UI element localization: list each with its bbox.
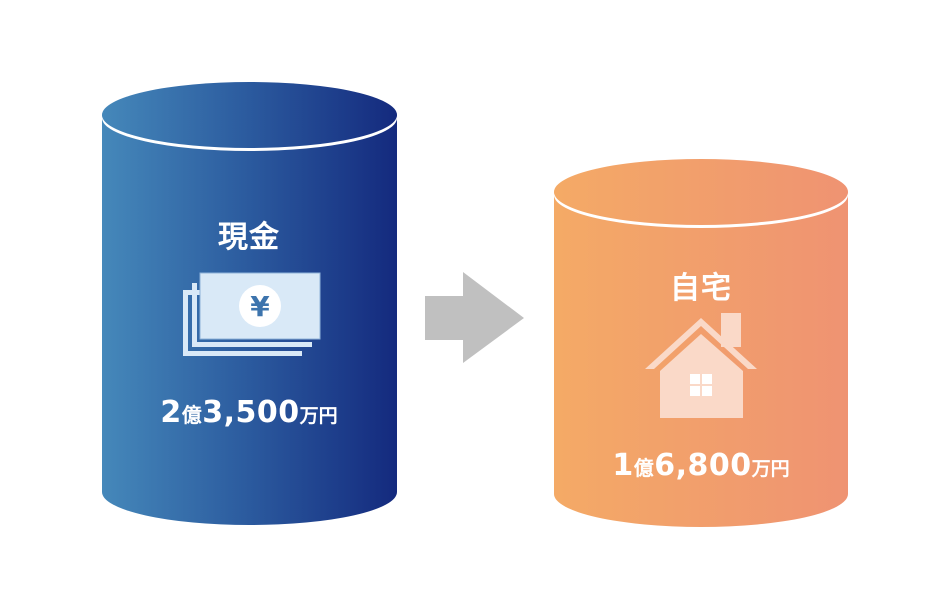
home-amount: 1億6,800万円 xyxy=(612,448,789,483)
cash-title: 現金 xyxy=(218,220,280,255)
cash-amount-oku-unit: 億 xyxy=(181,403,203,427)
cash-amount-oku-number: 2 xyxy=(160,395,182,430)
arrow-right-icon xyxy=(425,272,524,363)
home-amount-oku-number: 1 xyxy=(612,448,634,483)
cash-amount-man-number: 3,500 xyxy=(202,395,300,430)
cash-amount: 2億3,500万円 xyxy=(160,395,337,430)
cash-cylinder-top xyxy=(102,82,397,148)
home-amount-currency-unit: 万円 xyxy=(751,458,790,480)
home-title: 自宅 xyxy=(670,271,732,306)
home-amount-oku-unit: 億 xyxy=(633,456,655,480)
home-cylinder-top xyxy=(554,159,848,225)
cash-amount-currency-unit: 万円 xyxy=(299,405,338,427)
home-amount-man-number: 6,800 xyxy=(654,448,752,483)
house-icon xyxy=(645,313,757,418)
yen-symbol: ¥ xyxy=(250,290,270,323)
yen-banknotes-icon: ¥ xyxy=(183,272,321,356)
